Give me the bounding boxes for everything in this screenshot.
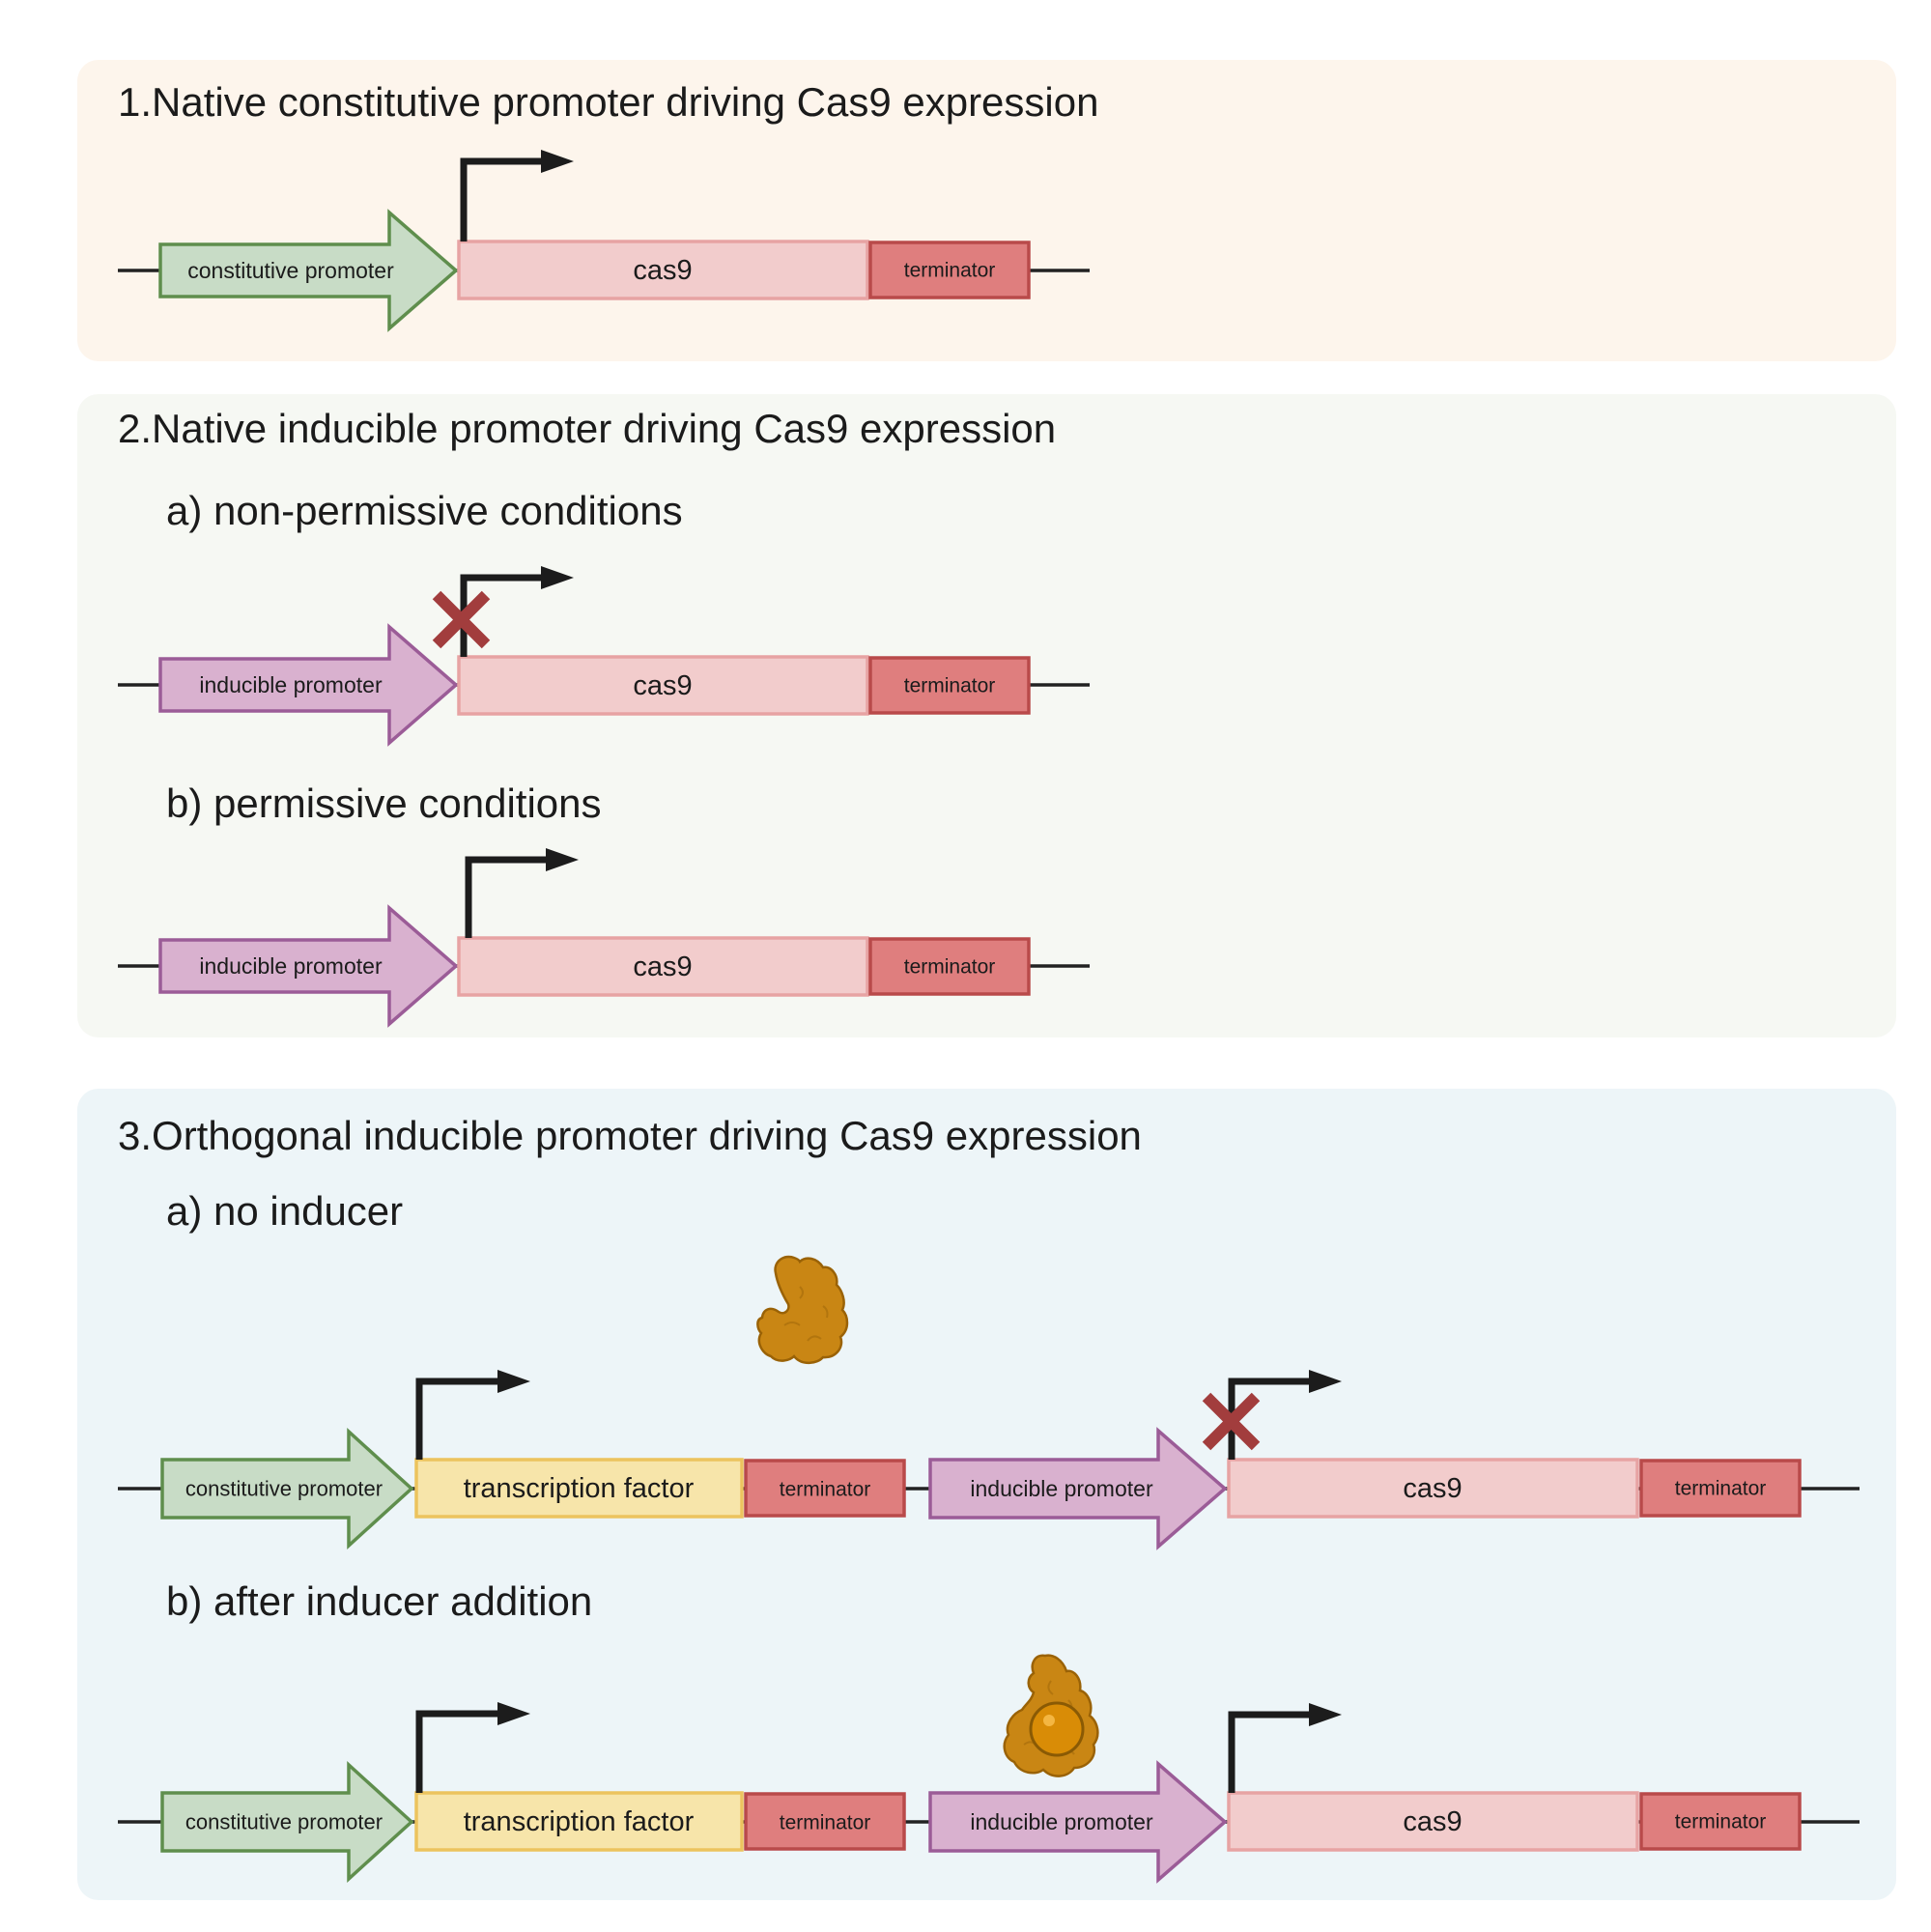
- promoter-label: inducible promoter: [970, 1476, 1153, 1501]
- panel-native-constitutive: 1.Native constitutive promoter driving C…: [77, 60, 1896, 361]
- transcription-start-arrow-icon: [415, 1370, 530, 1460]
- gene-label: transcription factor: [464, 1806, 695, 1837]
- gene-label: cas9: [633, 255, 692, 286]
- cas9-gene: [457, 240, 869, 300]
- construct-inducible-permissive: inducible promoter cas9 terminator: [118, 848, 1090, 1028]
- panel-2-title: 2.Native inducible promoter driving Cas9…: [118, 406, 1057, 451]
- terminator-label: terminator: [904, 675, 996, 697]
- constitutive-promoter: [158, 209, 459, 332]
- transcription-start-arrow-icon: [415, 1702, 530, 1793]
- promoter-label: inducible promoter: [199, 672, 383, 697]
- panel-2-condition-a-label: a) non-permissive conditions: [166, 488, 683, 533]
- construct-inducible-non-permissive: inducible promoter cas9 terminator: [118, 566, 1090, 747]
- inducible-promoter: [928, 1760, 1228, 1884]
- promoter-label: constitutive promoter: [185, 1810, 383, 1834]
- terminator-label: terminator: [1675, 1478, 1767, 1500]
- terminator-label: terminator: [1675, 1811, 1767, 1833]
- terminator: [1639, 1792, 1802, 1851]
- cas9-gene: [1227, 1458, 1639, 1519]
- transcription-factor-gene: [414, 1791, 744, 1852]
- gene-label: cas9: [633, 670, 692, 701]
- blocked-transcription-icon: [432, 590, 491, 649]
- constitutive-promoter: [160, 1761, 414, 1883]
- gene-label: cas9: [633, 952, 692, 982]
- terminator: [1639, 1459, 1802, 1518]
- construct-orthogonal-no-inducer: constitutive promoter transcription fact…: [118, 1255, 1860, 1550]
- transcription-factor-gene: [414, 1458, 744, 1519]
- transcription-start-arrow-icon: [1228, 1370, 1342, 1460]
- panel-native-inducible: 2.Native inducible promoter driving Cas9…: [77, 394, 1896, 1037]
- terminator-label: terminator: [904, 260, 996, 282]
- gene-label: transcription factor: [464, 1473, 695, 1504]
- transcription-start-arrow-icon: [1228, 1703, 1342, 1793]
- terminator: [744, 1792, 906, 1851]
- inducer-molecule-icon: [1029, 1701, 1085, 1757]
- panel-3-condition-a-label: a) no inducer: [166, 1188, 404, 1234]
- activated-transcription-factor-icon: [1003, 1654, 1099, 1777]
- promoter-label: inducible promoter: [199, 953, 383, 979]
- inducible-promoter: [928, 1427, 1228, 1550]
- transcription-factor-protein-icon: [756, 1255, 849, 1365]
- promoter-label: inducible promoter: [970, 1809, 1153, 1834]
- construct-native-constitutive: constitutive promoter cas9 terminator: [118, 150, 1090, 332]
- panel-2-condition-b-label: b) permissive conditions: [166, 781, 602, 826]
- terminator-label: terminator: [780, 1812, 871, 1834]
- gene-label: cas9: [1403, 1473, 1462, 1504]
- inducible-promoter: [158, 623, 459, 747]
- terminator: [868, 241, 1031, 299]
- construct-orthogonal-with-inducer: constitutive promoter transcription fact…: [118, 1654, 1860, 1884]
- transcription-start-arrow-icon: [460, 566, 574, 657]
- blocked-transcription-icon: [1202, 1392, 1261, 1451]
- transcription-start-arrow-icon: [465, 848, 579, 938]
- terminator-label: terminator: [904, 956, 996, 979]
- panel-1-title: 1.Native constitutive promoter driving C…: [118, 79, 1099, 125]
- panel-3-title: 3.Orthogonal inducible promoter driving …: [118, 1113, 1142, 1158]
- promoter-label: constitutive promoter: [187, 258, 394, 283]
- cas9-gene: [457, 936, 869, 997]
- constitutive-promoter: [160, 1428, 414, 1549]
- terminator: [868, 656, 1031, 715]
- panel-3-condition-b-label: b) after inducer addition: [166, 1578, 593, 1624]
- cas9-gene: [457, 655, 869, 716]
- transcription-start-arrow-icon: [460, 150, 574, 242]
- terminator-label: terminator: [780, 1479, 871, 1501]
- cas9-gene: [1227, 1791, 1639, 1852]
- terminator: [868, 937, 1031, 996]
- gene-label: cas9: [1403, 1806, 1462, 1837]
- promoter-label: constitutive promoter: [185, 1477, 383, 1501]
- terminator: [744, 1459, 906, 1518]
- inducible-promoter: [158, 904, 459, 1028]
